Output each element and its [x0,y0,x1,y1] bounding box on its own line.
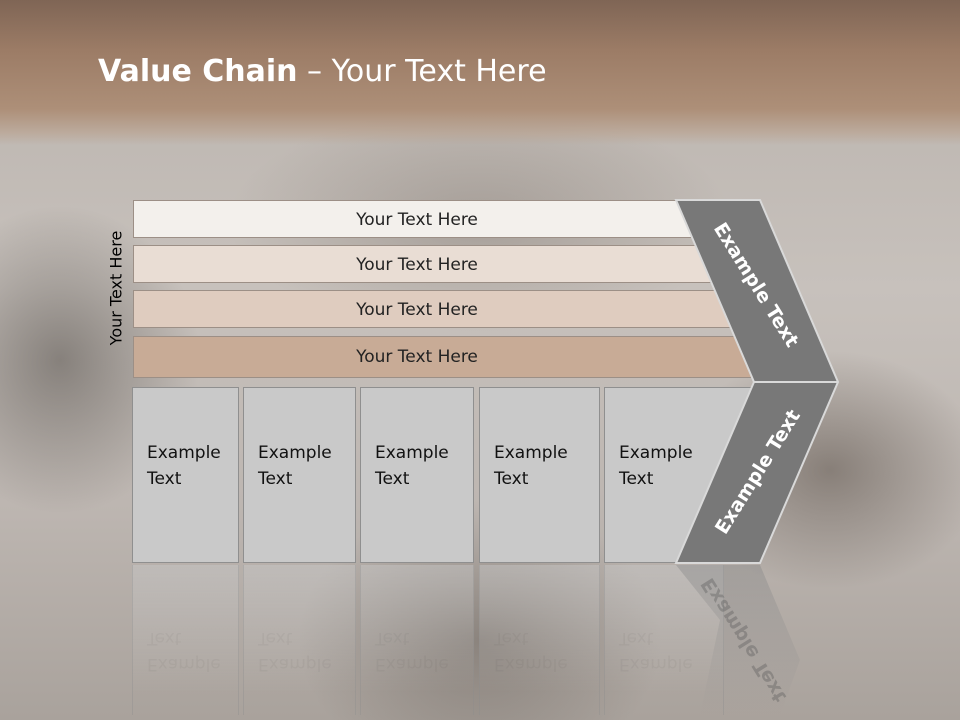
column-line2: Text [147,469,182,489]
value-bar-3-label: Your Text Here [356,300,478,320]
value-bar-4[interactable]: Your Text Here [133,336,765,378]
title-band [0,0,960,145]
chevron-reflection [676,565,800,715]
column-line1: Example [619,443,693,463]
column-line1: Example [147,443,221,463]
title-bold: Value Chain [98,54,298,89]
page-title: Value Chain – Your Text Here [98,54,547,89]
value-bar-2[interactable]: Your Text Here [133,245,717,283]
title-rest: – Your Text Here [297,54,547,89]
value-bar-4-label: Your Text Here [356,347,478,367]
column-line2: Text [258,469,293,489]
column-line2: Text [375,469,410,489]
column-line1: Example [258,443,332,463]
column-line2: Text [494,469,529,489]
column-line2: Text [619,469,654,489]
column-line1: Example [494,443,568,463]
value-bar-3[interactable]: Your Text Here [133,290,741,328]
value-bar-1-label: Your Text Here [356,210,478,230]
column-line1: Example [375,443,449,463]
value-bar-2-label: Your Text Here [356,255,478,275]
